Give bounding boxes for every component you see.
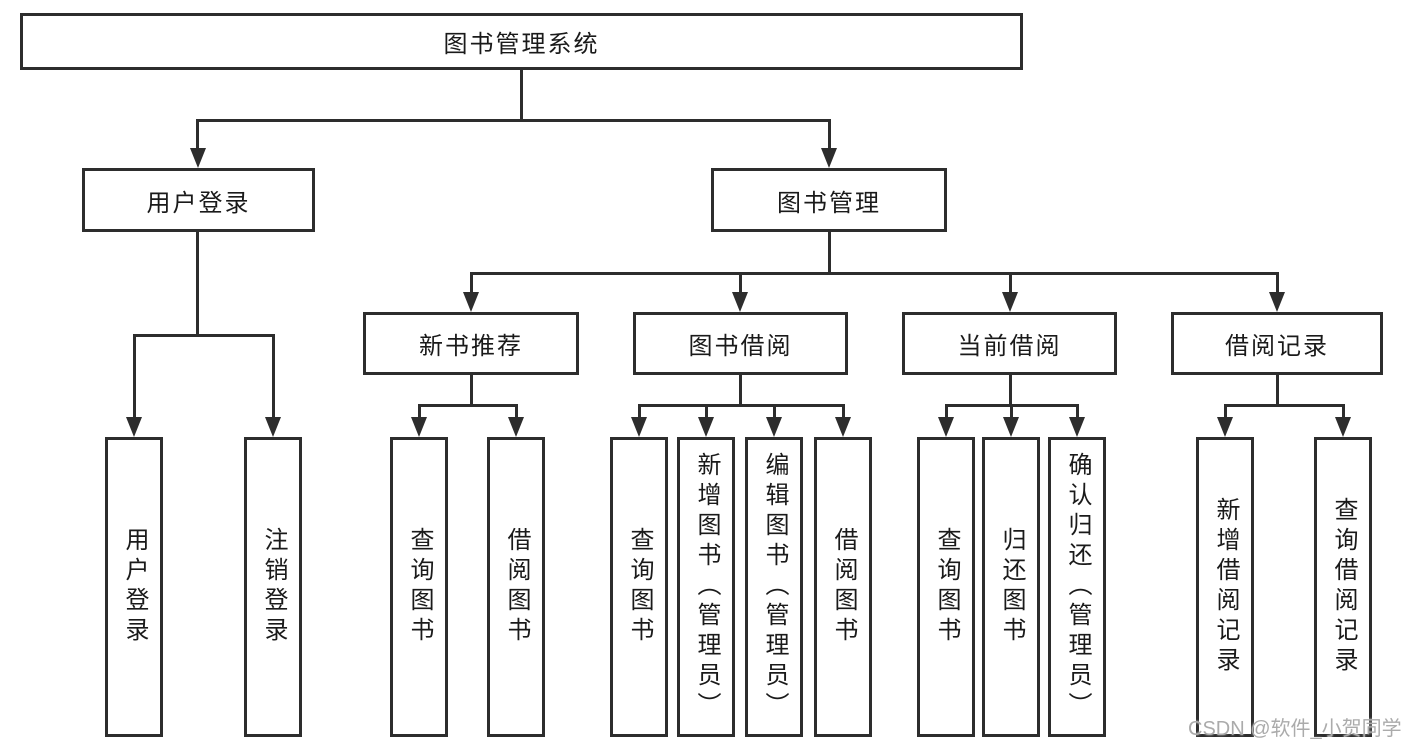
connector-book-borrowing-stem	[739, 375, 742, 406]
leaf-label: 新增图书（管理员）	[693, 452, 720, 722]
arrowhead-down-icon	[463, 292, 479, 312]
connector-arrow-stem	[1010, 404, 1013, 419]
leaf-borrow-books: 借阅图书	[814, 437, 872, 737]
connector-arrow-stem	[1342, 404, 1345, 419]
arrowhead-down-icon	[265, 417, 281, 437]
leaf-confirm-return-admin: 确认归还（管理员）	[1048, 437, 1106, 737]
leaf-return-book: 归还图书	[982, 437, 1040, 737]
connector-borrowing-records-stem	[1276, 375, 1279, 406]
node-borrowing-records: 借阅记录	[1171, 312, 1383, 375]
node-label: 图书管理	[777, 189, 881, 217]
connector-user-login-stem	[196, 232, 199, 336]
connector-arrow-stem	[945, 404, 948, 419]
leaf-add-book-admin: 新增图书（管理员）	[677, 437, 735, 737]
connector-branch-new-book	[418, 404, 518, 407]
node-label: 图书管理系统	[443, 31, 600, 58]
connector-branch-book-borrowing	[638, 404, 845, 407]
connector-arrow-stem	[196, 119, 199, 150]
arrowhead-down-icon	[938, 417, 954, 437]
connector-arrow-stem	[705, 404, 708, 419]
leaf-user-login: 用户登录	[105, 437, 163, 737]
leaf-label: 确认归还（管理员）	[1064, 452, 1091, 722]
connector-arrow-stem	[1076, 404, 1079, 419]
leaf-label: 借阅图书	[503, 527, 530, 647]
leaf-edit-book-admin: 编辑图书（管理员）	[745, 437, 803, 737]
connector-arrow-stem	[515, 404, 518, 419]
connector-branch-book-management	[470, 272, 1279, 275]
leaf-query-borrow-record: 查询借阅记录	[1314, 437, 1372, 737]
arrowhead-down-icon	[508, 417, 524, 437]
connector-current-borrowing-stem	[1009, 375, 1012, 406]
arrowhead-down-icon	[821, 148, 837, 168]
arrowhead-down-icon	[1269, 292, 1285, 312]
connector-arrow-stem	[1224, 404, 1227, 419]
leaf-label: 归还图书	[998, 527, 1025, 647]
arrowhead-down-icon	[698, 417, 714, 437]
node-label: 当前借阅	[957, 333, 1062, 360]
leaf-query-books-recommend: 查询图书	[390, 437, 448, 737]
leaf-logout: 注销登录	[244, 437, 302, 737]
csdn-watermark: CSDN @软件_小贺同学	[1188, 718, 1402, 740]
node-label: 图书借阅	[688, 333, 793, 360]
connector-arrow-stem	[828, 119, 831, 150]
connector-arrow-stem	[739, 272, 742, 294]
arrowhead-down-icon	[732, 292, 748, 312]
connector-arrow-stem	[133, 334, 136, 419]
arrowhead-down-icon	[1217, 417, 1233, 437]
leaf-label: 查询图书	[406, 527, 433, 647]
connector-root-stem	[520, 70, 523, 121]
leaf-label: 编辑图书（管理员）	[761, 452, 788, 722]
node-book-borrowing: 图书借阅	[633, 312, 848, 375]
leaf-query-books-borrowing: 查询图书	[610, 437, 668, 737]
connector-book-management-stem	[828, 232, 831, 275]
connector-branch-user-login	[133, 334, 275, 337]
node-user-login: 用户登录	[82, 168, 315, 232]
leaf-label: 查询图书	[933, 527, 960, 647]
connector-arrow-stem	[272, 334, 275, 419]
arrowhead-down-icon	[1002, 292, 1018, 312]
node-label: 借阅记录	[1225, 333, 1329, 360]
leaf-label: 用户登录	[121, 527, 148, 647]
arrowhead-down-icon	[631, 417, 647, 437]
leaf-label: 注销登录	[260, 527, 287, 647]
leaf-query-books-current: 查询图书	[917, 437, 975, 737]
node-book-management: 图书管理	[711, 168, 947, 232]
arrowhead-down-icon	[835, 417, 851, 437]
connector-new-book-stem	[470, 375, 473, 406]
leaf-add-borrow-record: 新增借阅记录	[1196, 437, 1254, 737]
arrowhead-down-icon	[766, 417, 782, 437]
leaf-label: 借阅图书	[830, 527, 857, 647]
arrowhead-down-icon	[411, 417, 427, 437]
leaf-borrow-books-recommend: 借阅图书	[487, 437, 545, 737]
node-library-management-system: 图书管理系统	[20, 13, 1023, 70]
leaf-label: 新增借阅记录	[1212, 497, 1239, 677]
node-new-book-recommendation: 新书推荐	[363, 312, 579, 375]
connector-arrow-stem	[842, 404, 845, 419]
connector-arrow-stem	[470, 272, 473, 294]
connector-arrow-stem	[1276, 272, 1279, 294]
node-current-borrowing: 当前借阅	[902, 312, 1117, 375]
connector-arrow-stem	[1009, 272, 1012, 294]
connector-arrow-stem	[638, 404, 641, 419]
leaf-label: 查询图书	[626, 527, 653, 647]
arrowhead-down-icon	[1335, 417, 1351, 437]
connector-branch-borrowing-records	[1224, 404, 1345, 407]
arrowhead-down-icon	[126, 417, 142, 437]
connector-branch-level2	[196, 119, 831, 122]
arrowhead-down-icon	[1003, 417, 1019, 437]
arrowhead-down-icon	[1069, 417, 1085, 437]
connector-arrow-stem	[773, 404, 776, 419]
node-label: 用户登录	[146, 189, 251, 217]
leaf-label: 查询借阅记录	[1330, 497, 1357, 677]
arrowhead-down-icon	[190, 148, 206, 168]
node-label: 新书推荐	[419, 333, 523, 360]
connector-arrow-stem	[418, 404, 421, 419]
